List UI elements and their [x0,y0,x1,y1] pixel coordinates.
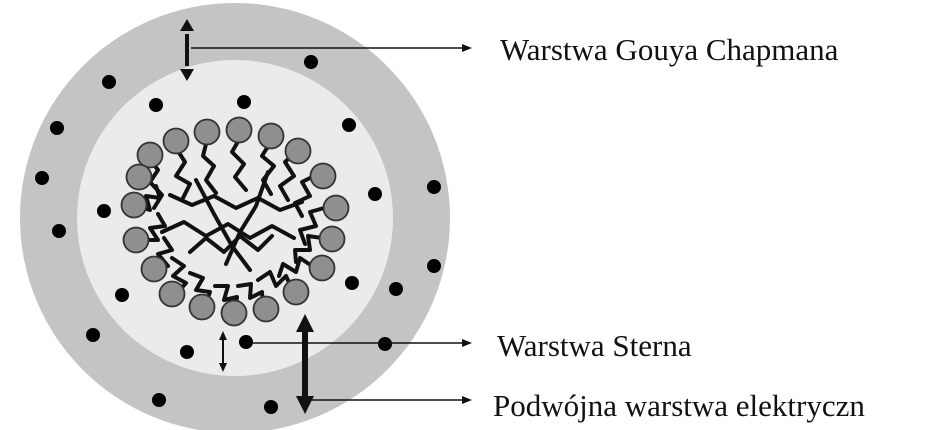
counter-ion [378,337,392,351]
counter-ion [86,328,100,342]
counter-ion [345,276,359,290]
counter-ion [152,393,166,407]
counter-ion [50,121,64,135]
head-group [257,122,285,150]
hydrophobic-tails [134,136,326,314]
head-group [322,194,350,222]
head-group [188,293,216,321]
head-group [225,116,253,144]
counter-ion [102,75,116,89]
head-group [162,127,190,155]
counter-ion [237,95,251,109]
counter-ion [180,345,194,359]
head-group [136,141,164,169]
counter-ion [239,335,253,349]
gouy-chapman-thickness-arrow [180,19,194,81]
head-group [220,299,248,327]
counter-ion [304,55,318,69]
polar-head-groups [120,116,350,327]
head-group [308,254,336,282]
head-group [140,255,168,283]
head-group [282,278,310,306]
counter-ion [35,171,49,185]
counter-ion [427,180,441,194]
counter-ion [368,187,382,201]
double-layer-label: Podwójna warstwa elektryczn [493,388,865,423]
stern-layer [77,60,393,376]
counter-ion [342,118,356,132]
head-group [309,162,337,190]
head-group [158,280,186,308]
head-group [193,118,221,146]
counter-ion [97,204,111,218]
counter-ion [427,259,441,273]
counter-ion [389,282,403,296]
counter-ion [52,224,66,238]
head-group [318,225,346,253]
counter-ion [115,288,129,302]
head-group [125,163,153,191]
stern-layer-label: Warstwa Sterna [497,328,692,363]
stern-thickness-arrow [219,331,227,372]
head-group [284,137,312,165]
counter-ions [35,55,441,414]
head-group [122,226,150,254]
counter-ion [149,98,163,112]
gouy-chapman-layer-label: Warstwa Gouya Chapmana [500,32,839,67]
head-group [120,191,148,219]
leader-lines [191,44,472,404]
head-group [252,295,280,323]
counter-ion [264,400,278,414]
